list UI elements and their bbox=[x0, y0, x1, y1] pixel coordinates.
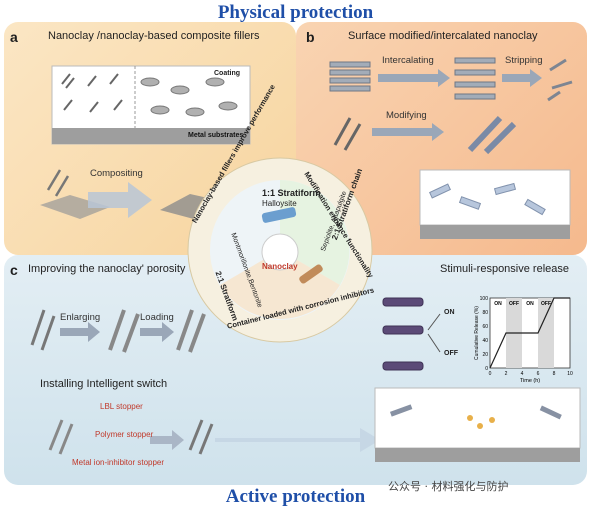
composite-plates bbox=[140, 77, 238, 117]
chart-x-tick: 0 bbox=[489, 371, 492, 377]
chart-state-label: ON bbox=[526, 301, 534, 307]
compositing-arrow bbox=[88, 182, 152, 218]
enlarging-arrow bbox=[60, 322, 100, 342]
compositing-label: Compositing bbox=[90, 168, 143, 179]
switch-on-label: ON bbox=[444, 309, 455, 316]
chart-y-tick: 100 bbox=[480, 296, 489, 302]
coating-label: Coating bbox=[214, 70, 241, 77]
s11-label: 1:1 Stratiform bbox=[262, 188, 321, 198]
chart-x-tick: 6 bbox=[537, 371, 540, 377]
nanoclay-core-label: Nanoclay bbox=[262, 262, 298, 271]
chart-off-band bbox=[538, 298, 554, 368]
chart-state-label: OFF bbox=[541, 301, 551, 307]
panel-b-title: Surface modified/intercalated nanoclay bbox=[348, 30, 538, 42]
loading-label: Loading bbox=[140, 312, 174, 323]
chart-x-tick: 2 bbox=[505, 371, 508, 377]
modifying-label: Modifying bbox=[386, 110, 427, 121]
polymer-stopper-label: Polymer stopper bbox=[95, 430, 154, 439]
release-arrow bbox=[215, 428, 380, 452]
stripping-arrow bbox=[502, 69, 542, 87]
stimuli-title: Stimuli-responsive release bbox=[440, 263, 569, 275]
chart-y-tick: 80 bbox=[482, 310, 488, 316]
metal-substrate-bar bbox=[52, 128, 250, 144]
chart-x-tick: 4 bbox=[521, 371, 524, 377]
chart-state-label: OFF bbox=[509, 301, 519, 307]
chart-state-label: ON bbox=[494, 301, 502, 307]
chart-x-label: Time (h) bbox=[520, 378, 540, 384]
chart-x-tick: 8 bbox=[553, 371, 556, 377]
panel-b-letter: b bbox=[306, 29, 315, 45]
intercalating-arrow bbox=[378, 69, 450, 87]
intercalating-label: Intercalating bbox=[382, 55, 434, 66]
active-protection-title: Active protection bbox=[225, 486, 366, 507]
enlarging-label: Enlarging bbox=[60, 312, 101, 323]
chart-x-tick: 10 bbox=[567, 371, 573, 377]
chart-release-line bbox=[489, 297, 570, 369]
metal-substrates-label: Metal substrates bbox=[188, 132, 244, 139]
switch-title: Installing Intelligent switch bbox=[40, 378, 168, 390]
loading-arrow bbox=[140, 322, 174, 342]
chart-y-tick: 20 bbox=[482, 352, 488, 358]
modifying-arrow bbox=[372, 123, 444, 141]
chart-y-label: Cumulative Release (%) bbox=[474, 306, 480, 360]
chart-y-tick: 40 bbox=[482, 338, 488, 344]
lbl-stopper-label: LBL stopper bbox=[100, 402, 143, 411]
physical-protection-title: Physical protection bbox=[217, 2, 374, 23]
stripping-label: Stripping bbox=[505, 55, 543, 66]
metal-ion-stopper-label: Metal ion-inhibitor stopper bbox=[72, 458, 165, 467]
panel-c-title: Improving the nanoclay' porosity bbox=[28, 263, 186, 275]
switch-off-label: OFF bbox=[444, 350, 458, 357]
halloysite-label: Halloysite bbox=[262, 199, 297, 208]
panel-c-letter: c bbox=[10, 262, 18, 278]
chart-y-tick: 60 bbox=[482, 324, 488, 330]
watermark: 公众号 · 材料强化与防护 bbox=[388, 480, 509, 493]
panel-a-title: Nanoclay /nanoclay-based composite fille… bbox=[48, 30, 260, 42]
nanoclay-rods bbox=[61, 73, 123, 113]
panel-a-letter: a bbox=[10, 29, 18, 45]
chart-y-tick: 0 bbox=[485, 366, 488, 372]
